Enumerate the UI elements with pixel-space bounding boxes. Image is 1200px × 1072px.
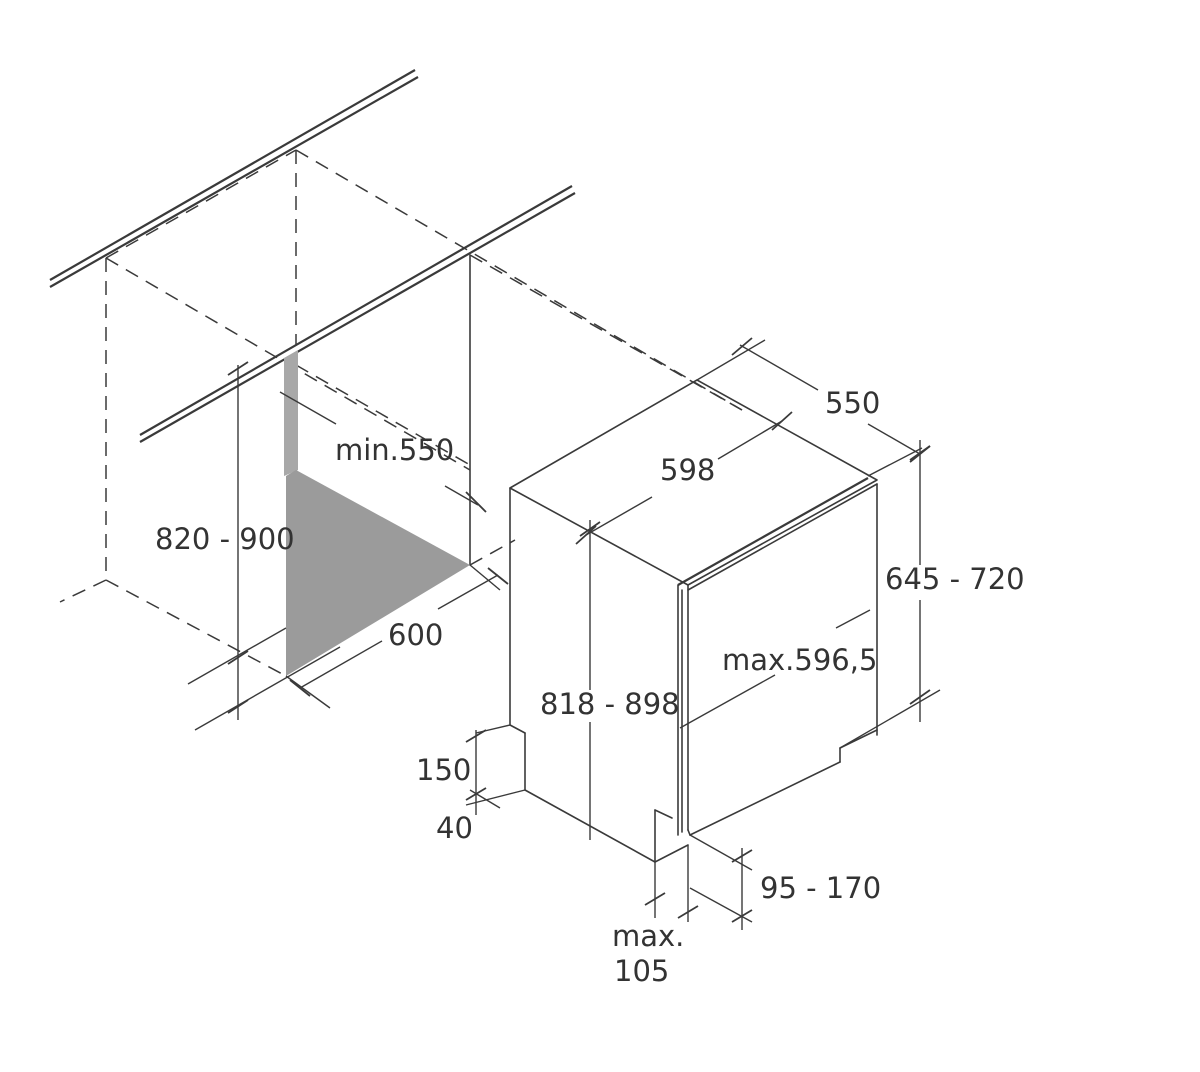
cabinet-floor-area: [286, 470, 470, 676]
label-panel-width-max: max.596,5: [722, 643, 877, 677]
label-plinth-depth: 40: [436, 811, 473, 845]
label-cabinet-width: 600: [388, 618, 443, 652]
label-appliance-height: 818 - 898: [540, 687, 680, 721]
dimension-cabinet-width: 600: [285, 564, 509, 709]
dimension-plinth: 150 40: [416, 724, 526, 845]
dimension-panel-height: 645 - 720: [839, 440, 1025, 749]
label-cabinet-height: 820 - 900: [155, 522, 295, 556]
dishwasher-body: [509, 379, 878, 863]
label-plinth-height: 150: [416, 753, 471, 787]
worktop-outline: [49, 69, 576, 443]
dimension-foot-offset: 95 - 170: [689, 834, 881, 930]
dimension-appliance-width: 598: [575, 411, 793, 545]
label-appliance-depth: 550: [825, 386, 880, 420]
cabinet-niche-edges: [284, 254, 471, 676]
label-plinth-max-line2: 105: [614, 954, 669, 988]
label-foot-offset: 95 - 170: [760, 871, 881, 905]
label-panel-height: 645 - 720: [885, 562, 1025, 596]
label-plinth-max-line1: max.: [612, 919, 684, 953]
cabinet-niche-dashed-outline: [59, 149, 743, 677]
label-cabinet-depth-min: min.550: [335, 433, 454, 467]
dimension-cabinet-height: 820 - 900: [155, 361, 341, 731]
dimension-appliance-depth: 550: [696, 337, 931, 463]
dimension-plinth-max: max. 105: [612, 845, 699, 988]
dimension-panel-width: max.596,5: [679, 609, 877, 729]
dimension-appliance-height: 818 - 898: [540, 520, 680, 840]
dimension-cabinet-depth: min.550: [279, 391, 487, 513]
label-appliance-width: 598: [660, 453, 715, 487]
